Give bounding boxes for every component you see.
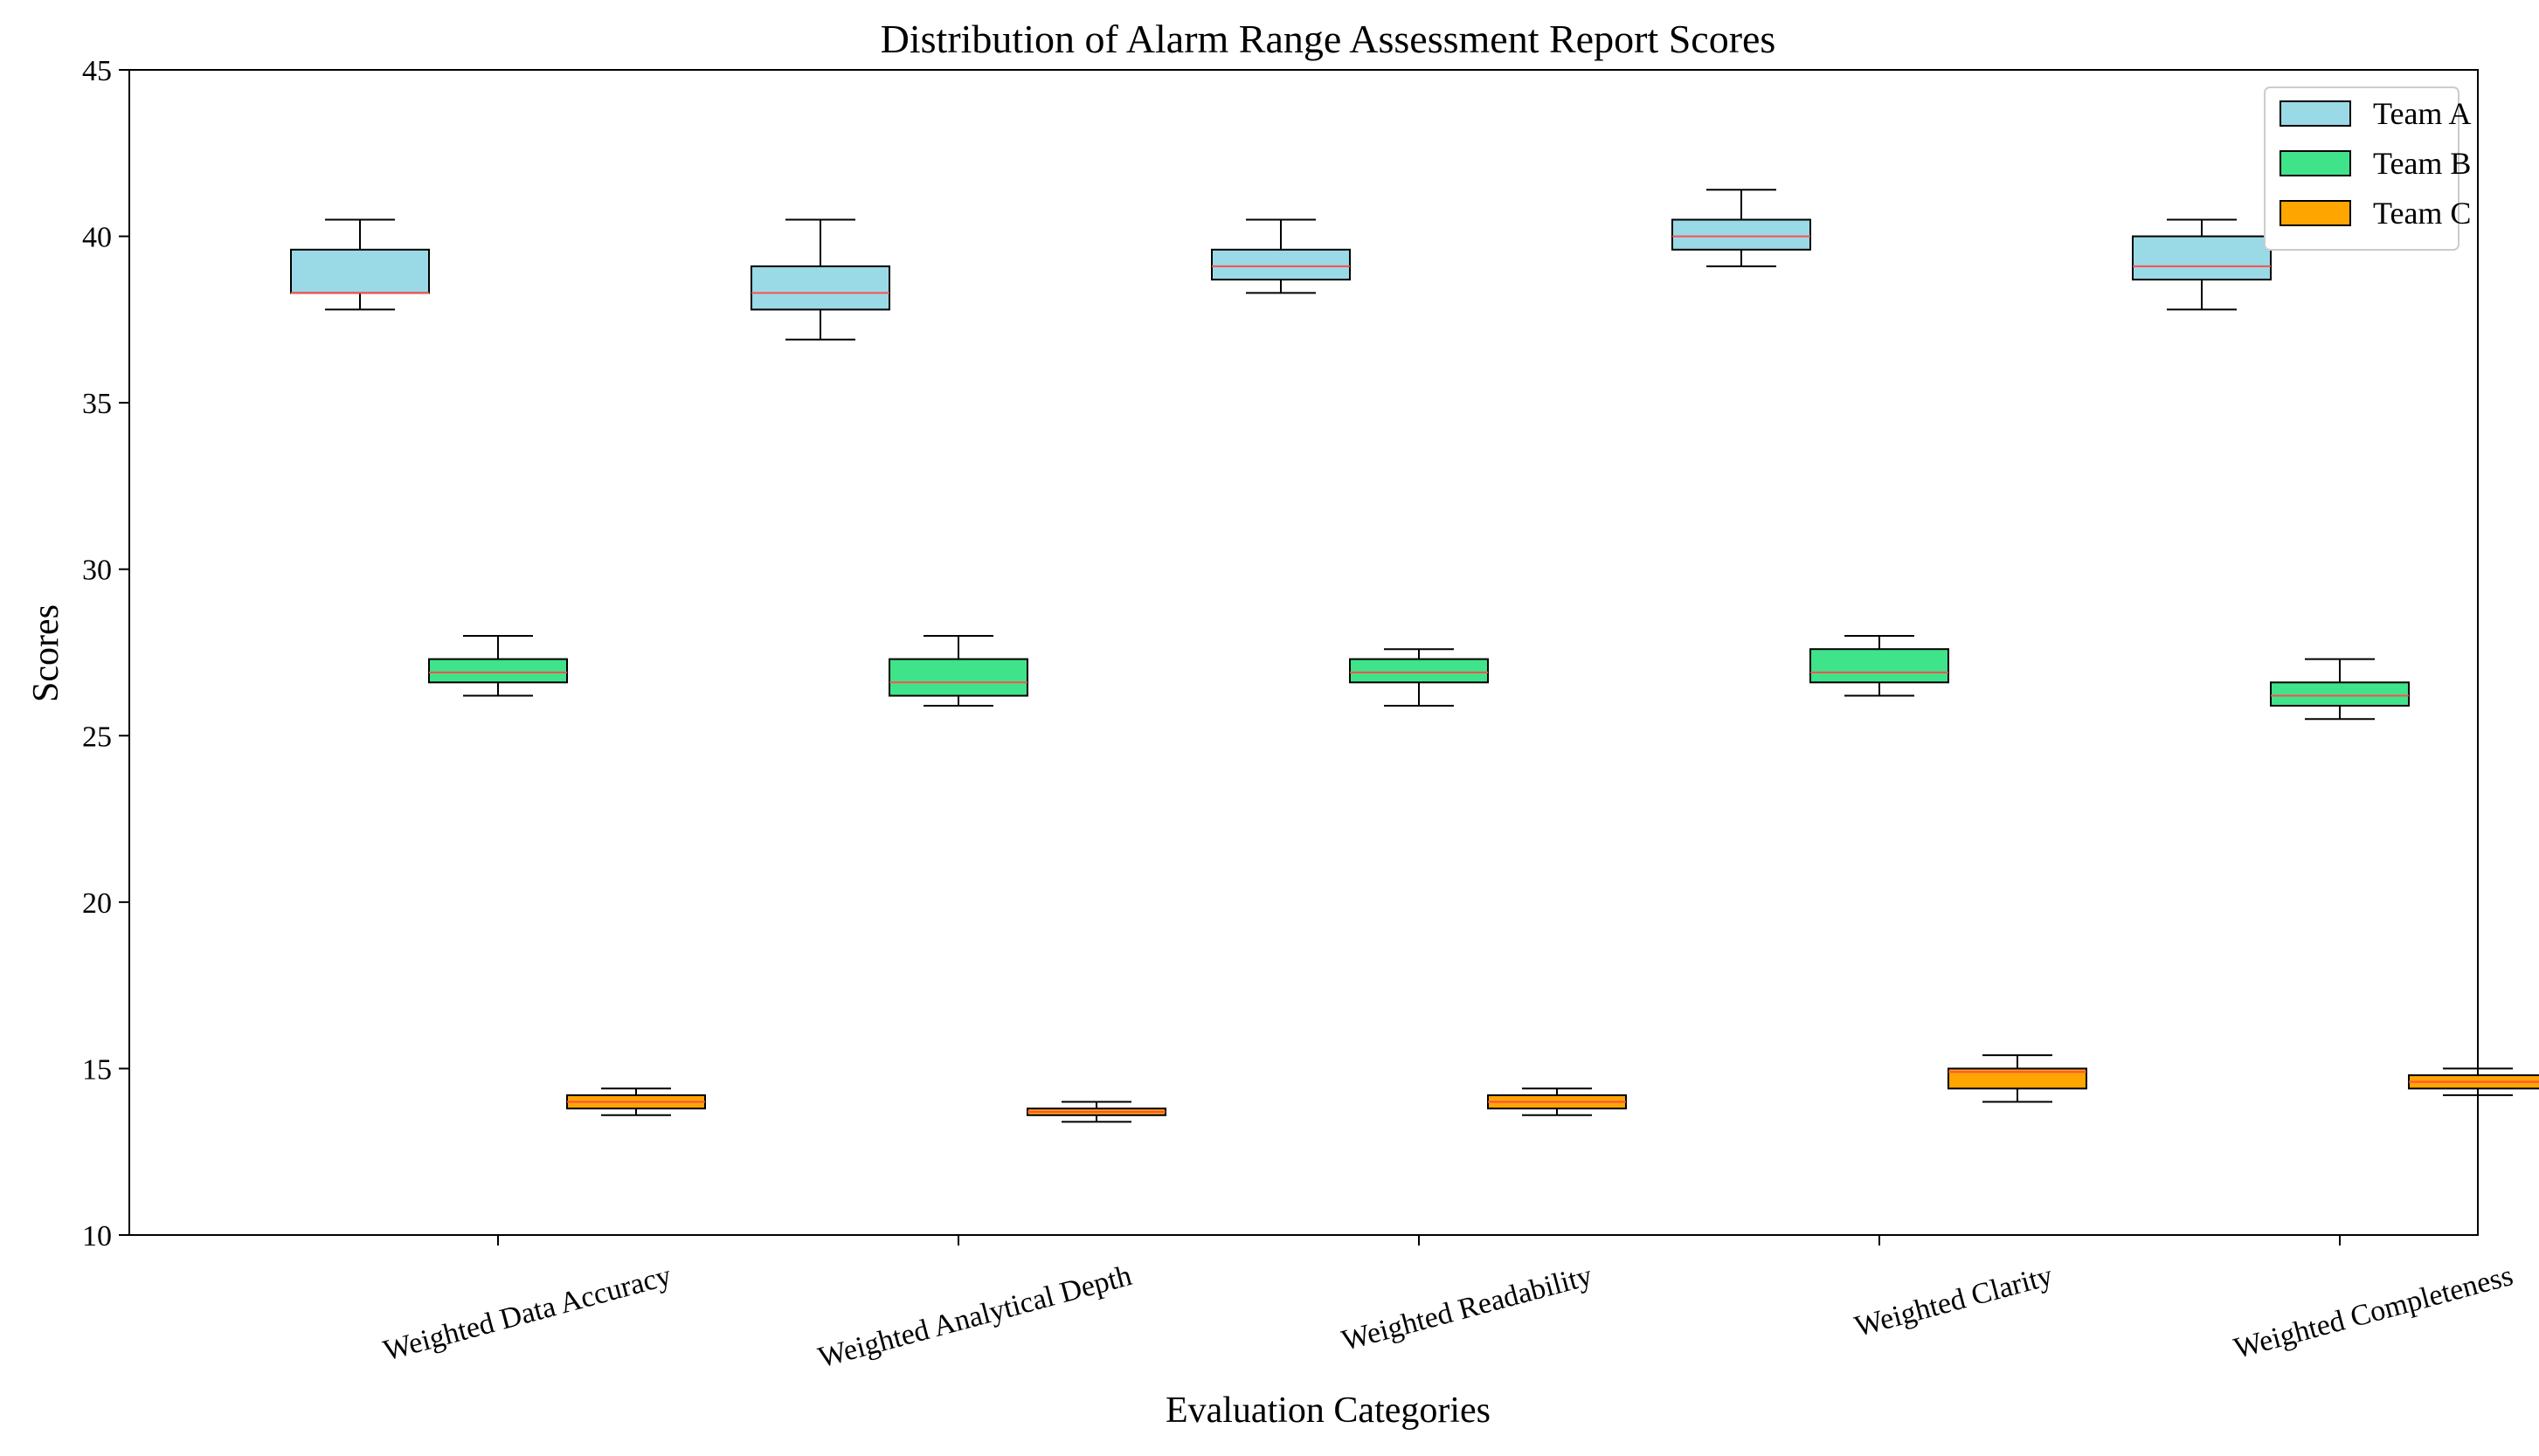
box-0-2: [1211, 218, 1351, 294]
legend-label: Team C: [2373, 196, 2471, 231]
y-tick-label: 15: [82, 1053, 112, 1086]
iqr-box: [889, 658, 1028, 697]
y-axis-ticks: 10 15 20 25 30 35 40 45: [82, 55, 129, 1252]
iqr-box: [2132, 235, 2272, 281]
plot-area-border: [128, 69, 2479, 1236]
y-tick-label: 40: [82, 222, 112, 254]
box-0-0: [290, 218, 430, 311]
legend-label: Team B: [2373, 146, 2471, 181]
box-1-0: [428, 634, 568, 697]
iqr-box: [428, 658, 568, 684]
box-0-3: [1671, 189, 1811, 267]
legend-swatch: [2280, 100, 2351, 127]
iqr-box: [1211, 248, 1351, 281]
iqr-box: [290, 248, 430, 294]
chart-title: Distribution of Alarm Range Assessment R…: [881, 17, 1776, 61]
x-tick-label: Weighted Data Accuracy: [380, 1259, 675, 1367]
x-tick-label: Weighted Analytical Depth: [815, 1259, 1135, 1374]
box-2-4: [2408, 1067, 2539, 1096]
iqr-box: [1349, 658, 1489, 684]
box-0-4: [2132, 218, 2272, 311]
legend-swatch: [2280, 200, 2351, 226]
iqr-box: [1947, 1067, 2087, 1090]
iqr-box: [1809, 648, 1949, 684]
box-0-1: [751, 218, 890, 341]
box-2-0: [566, 1087, 706, 1116]
y-tick-label: 35: [82, 388, 112, 420]
box-2-2: [1487, 1087, 1627, 1116]
y-axis-label: Scores: [26, 604, 66, 702]
legend-swatch: [2280, 150, 2351, 176]
iqr-box: [2270, 681, 2410, 707]
iqr-box: [751, 265, 890, 311]
box-series-group: [290, 189, 2539, 1123]
y-tick-label: 20: [82, 887, 112, 920]
x-axis-ticks: Weighted Data Accuracy Weighted Analytica…: [380, 1235, 2516, 1374]
box-2-1: [1027, 1101, 1166, 1123]
x-tick-label: Weighted Completeness: [2231, 1259, 2516, 1365]
y-tick-label: 30: [82, 555, 112, 587]
x-axis-label: Evaluation Categories: [1166, 1390, 1491, 1431]
legend: Team A Team B Team C: [2264, 86, 2471, 251]
y-tick-label: 10: [82, 1220, 112, 1252]
box-1-1: [889, 634, 1028, 707]
x-tick-label: Weighted Readability: [1339, 1259, 1595, 1357]
box-1-3: [1809, 634, 1949, 697]
box-2-3: [1947, 1054, 2087, 1103]
y-tick-label: 45: [82, 55, 112, 87]
y-tick-label: 25: [82, 721, 112, 753]
x-tick-label: Weighted Clarity: [1851, 1259, 2056, 1343]
legend-label: Team A: [2373, 96, 2471, 131]
box-1-2: [1349, 648, 1489, 707]
box-1-4: [2270, 658, 2410, 721]
iqr-box: [1671, 218, 1811, 251]
